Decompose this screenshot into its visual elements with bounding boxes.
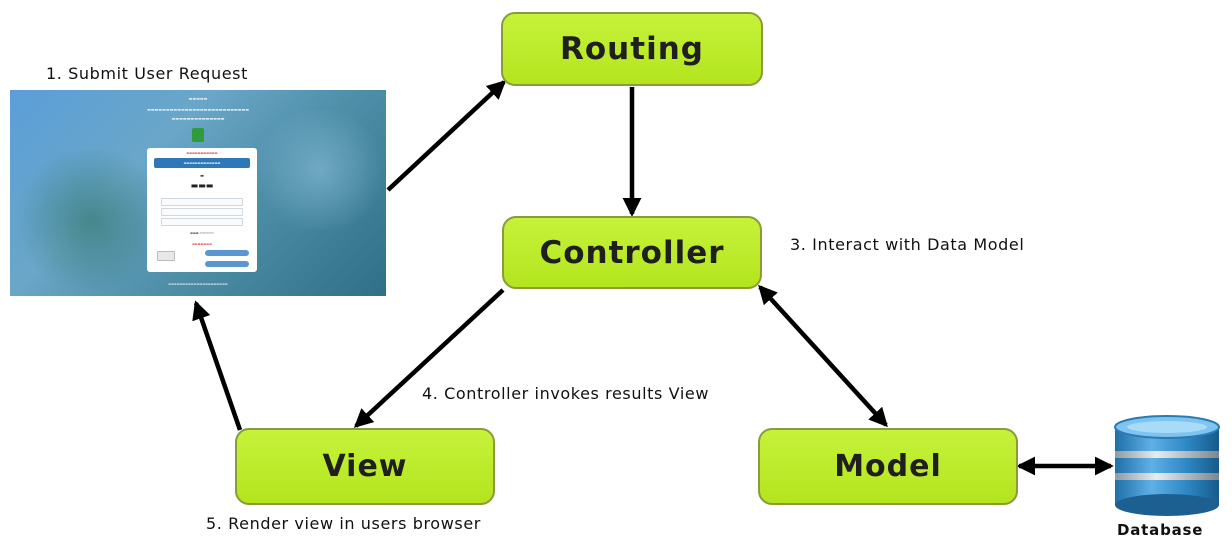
- screenshot-logo-icon: [192, 128, 204, 142]
- screenshot-login-card: ▬▬▬▬▬▬▬▬▬▬▬ ▬▬▬▬▬▬▬▬▬▬▬▬▬ ▬ ▬▬▬ ▬▬▬ ▭▭▭▭…: [147, 148, 257, 272]
- browser-login-screenshot: ▬▬▬▬▬ ▬▬▬▬▬▬▬▬▬▬▬▬▬▬▬▬▬▬▬▬▬▬▬▬▬▬▬ ▬▬▬▬▬▬…: [10, 90, 386, 296]
- controller-node: Controller: [502, 216, 762, 289]
- model-node: Model: [758, 428, 1018, 505]
- screenshot-subtitle-line: ▬▬▬▬▬▬▬▬▬▬▬▬▬▬: [171, 116, 225, 121]
- screenshot-username-field: [161, 198, 243, 206]
- step-interact-model-label: 3. Interact with Data Model: [790, 235, 1025, 254]
- screenshot-secondary-button: [205, 261, 249, 267]
- screenshot-signup-button: [157, 251, 175, 261]
- arrow-request-to-routing: [386, 80, 507, 192]
- step-render-view-label: 5. Render view in users browser: [206, 514, 481, 533]
- step-invoke-view-label: 4. Controller invokes results View: [422, 384, 710, 403]
- screenshot-login-button: ▬▬▬▬▬▬▬▬▬▬▬▬▬: [154, 158, 250, 168]
- view-node: View: [235, 428, 495, 505]
- arrow-controller-model: [758, 284, 888, 428]
- screenshot-footer-text: ▬▬▬▬▬▬▬▬▬▬▬▬▬▬▬▬▬▬▬▬▬: [168, 282, 228, 286]
- screenshot-submit-button: [205, 250, 249, 256]
- step-submit-request-label: 1. Submit User Request: [46, 64, 248, 83]
- screenshot-select-field: [161, 218, 243, 226]
- routing-node: Routing: [501, 12, 763, 86]
- arrow-controller-to-view: [353, 288, 505, 428]
- screenshot-title-line: ▬▬▬▬▬▬▬▬▬▬▬▬▬▬▬▬▬▬▬▬▬▬▬▬▬▬▬: [146, 107, 250, 112]
- database-icon: [1114, 415, 1220, 516]
- screenshot-password-field: [161, 208, 243, 216]
- screenshot-welcome-text: ▬▬▬▬▬: [188, 96, 208, 101]
- arrow-view-to-browser: [192, 300, 243, 431]
- database-label: Database: [1117, 521, 1204, 539]
